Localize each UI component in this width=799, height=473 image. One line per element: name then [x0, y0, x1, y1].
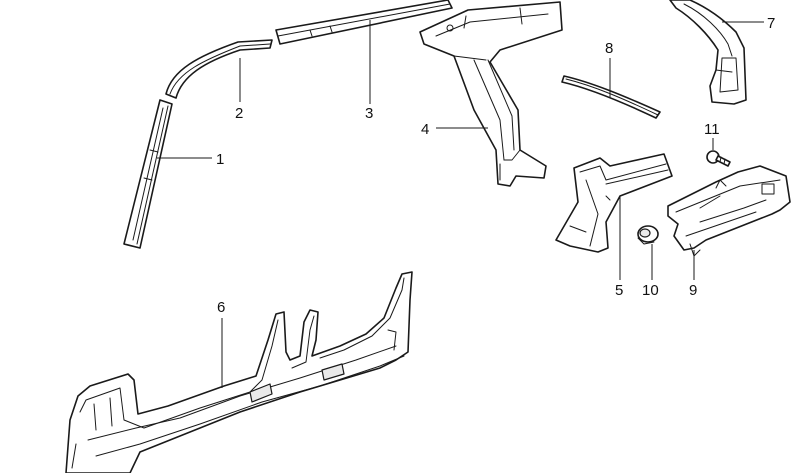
part-3-drawing — [275, 0, 453, 45]
callout-part-1: 1 — [216, 151, 224, 168]
part-9-drawing — [667, 165, 791, 257]
callout-part-5: 5 — [615, 282, 623, 299]
callout-part-6: 6 — [217, 299, 225, 316]
part-2-drawing — [165, 39, 273, 99]
callout-part-11: 11 — [704, 121, 720, 138]
part-8-drawing — [561, 75, 661, 119]
part-1-drawing — [123, 99, 173, 249]
leader-lines — [157, 20, 764, 388]
part-7-drawing — [669, 0, 747, 105]
callout-part-9: 9 — [689, 282, 697, 299]
part-10-drawing — [637, 225, 659, 245]
part-6-drawing — [65, 271, 413, 473]
callout-part-8: 8 — [605, 40, 613, 57]
callout-labels: 1 2 3 4 5 6 7 8 9 10 11 — [216, 15, 775, 316]
callout-part-3: 3 — [365, 105, 373, 122]
callout-part-4: 4 — [421, 121, 429, 138]
part-11-drawing — [706, 150, 731, 167]
callout-part-10: 10 — [642, 282, 659, 299]
callout-part-7: 7 — [767, 15, 775, 32]
part-4-drawing — [419, 1, 563, 187]
callout-part-2: 2 — [235, 105, 243, 122]
part-5-drawing — [555, 153, 673, 253]
